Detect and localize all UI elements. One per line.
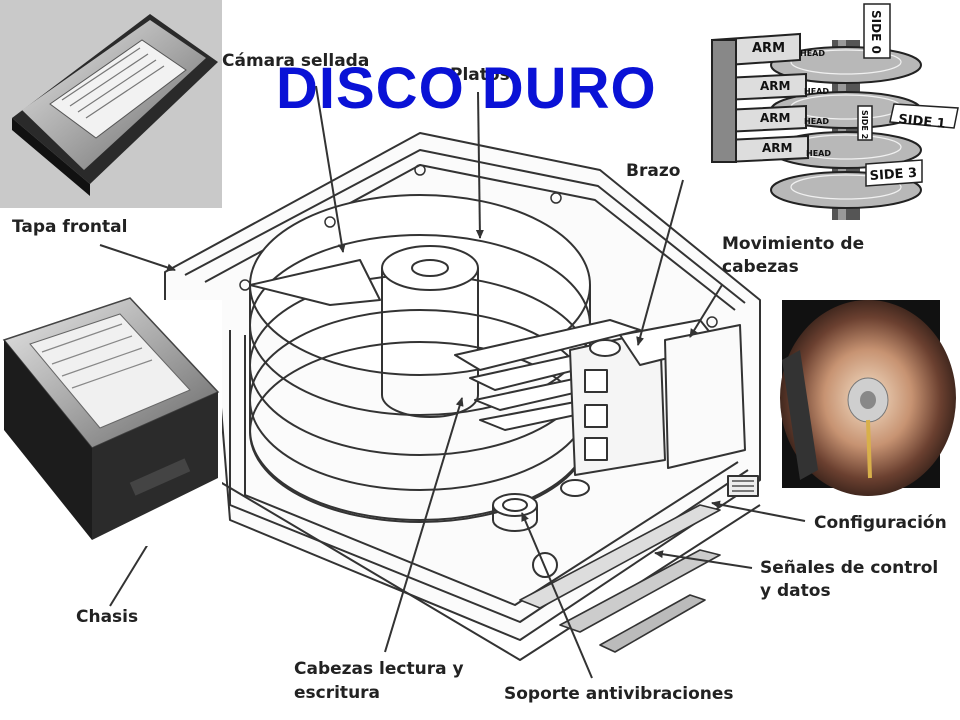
drive-line-art xyxy=(164,132,761,661)
platter-stack-illustration: ARM ARM ARM ARM HEAD HEAD HEAD HEAD SIDE… xyxy=(711,3,959,220)
label-escritura: escritura xyxy=(294,683,381,703)
label-cabezas-lectura-y: Cabezas lectura y xyxy=(294,659,464,679)
arrow-cabezas xyxy=(384,397,464,653)
photo-drive-left xyxy=(0,297,222,546)
label-brazo: Brazo xyxy=(626,161,681,181)
photo-drive-top-left xyxy=(0,0,222,208)
label-movimiento-de: Movimiento de xyxy=(722,234,865,254)
arm-label: ARM xyxy=(752,41,785,56)
side-label: SIDE 1 xyxy=(898,112,947,132)
arm-label: ARM xyxy=(760,79,790,93)
label-camara-sellada: Cámara sellada xyxy=(222,51,370,71)
arrow-platos xyxy=(475,91,484,239)
arrow-configuracion xyxy=(711,500,806,522)
label-cabezas: cabezas xyxy=(722,257,799,277)
page-title: DISCO DURO xyxy=(276,56,657,121)
head-label: HEAD xyxy=(804,117,829,126)
label-tapa-frontal: Tapa frontal xyxy=(12,217,128,237)
leader-arrows xyxy=(99,85,806,679)
side-label: SIDE 0 xyxy=(869,10,883,54)
label-chasis: Chasis xyxy=(76,607,139,627)
label-y-datos: y datos xyxy=(760,581,831,601)
arm-label: ARM xyxy=(760,111,790,125)
arrow-soporte xyxy=(521,512,593,679)
head-label: HEAD xyxy=(800,49,825,58)
photo-open-drive-right xyxy=(780,300,956,496)
label-soporte-antivibraciones: Soporte antivibraciones xyxy=(504,684,734,704)
arm-label: ARM xyxy=(762,141,792,155)
arrow-senales xyxy=(654,550,753,569)
arrow-camara-sellada xyxy=(315,85,346,253)
arrow-movimiento xyxy=(689,284,723,338)
side-label: SIDE 3 xyxy=(869,166,917,184)
head-label: HEAD xyxy=(806,149,831,158)
label-senales-de-control: Señales de control xyxy=(760,558,939,578)
arrow-tapa-frontal xyxy=(99,244,176,272)
line-chasis xyxy=(109,543,149,607)
label-configuracion: Configuración xyxy=(814,513,947,533)
side-label: SIDE 2 xyxy=(860,110,869,139)
head-label: HEAD xyxy=(804,87,829,96)
label-platos: Platos xyxy=(450,65,510,85)
arrow-brazo xyxy=(636,179,684,346)
